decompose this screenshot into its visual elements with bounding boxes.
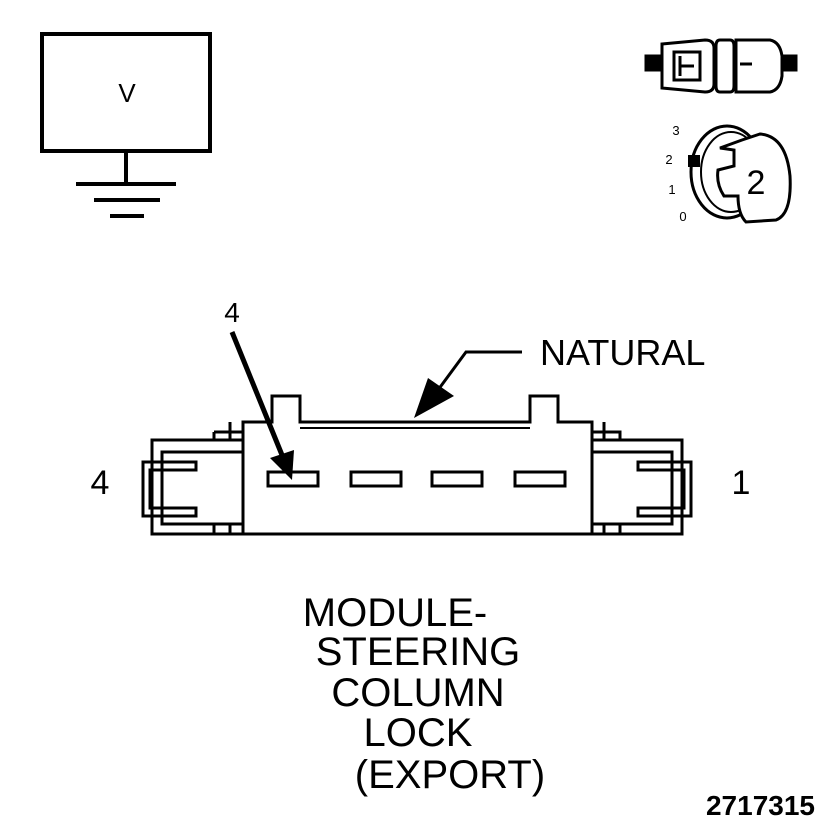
ignition-indicator <box>688 155 700 167</box>
terminal-cavity-4 <box>266 470 320 488</box>
voltmeter-box <box>40 32 212 153</box>
title-line-4: LOCK <box>364 711 473 755</box>
title-line-1: MODULE- <box>303 591 487 635</box>
arrow-head-icon <box>414 378 454 418</box>
pin-callout: 4 <box>224 297 294 480</box>
ground-icon <box>76 182 176 218</box>
terminal-cavity-1 <box>513 470 567 488</box>
left-pin-number: 4 <box>91 464 110 502</box>
ignition-key-position: 2 <box>747 164 766 202</box>
arrow-head-icon <box>270 450 294 480</box>
ignition-key-icon: 3 2 1 0 2 <box>665 123 792 224</box>
title-line-5: (EXPORT) <box>355 753 545 797</box>
right-latch <box>592 438 684 536</box>
ignition-position-1: 1 <box>668 182 675 197</box>
terminal-cavity-2 <box>430 470 484 488</box>
title-line-2: STEERING <box>316 630 520 674</box>
figure-id: 2717315 <box>706 790 815 821</box>
connector-icon <box>644 38 798 94</box>
connector-body <box>241 394 594 536</box>
voltmeter-label: V <box>118 78 136 108</box>
callout-pin-number: 4 <box>224 297 240 328</box>
left-latch <box>150 438 243 536</box>
title-line-3: COLUMN <box>331 671 504 715</box>
terminal-cavity-3 <box>349 470 403 488</box>
component-title: MODULE- STEERING COLUMN LOCK (EXPORT) <box>303 591 545 797</box>
ignition-position-3: 3 <box>672 123 679 138</box>
voltmeter-ground-symbol: V <box>40 32 212 218</box>
ignition-position-0: 0 <box>679 209 686 224</box>
connector-color-label: NATURAL <box>540 332 705 373</box>
connector-face <box>141 394 693 536</box>
ignition-position-2: 2 <box>665 152 672 167</box>
right-pin-number: 1 <box>732 464 751 502</box>
color-callout: NATURAL <box>414 332 705 418</box>
